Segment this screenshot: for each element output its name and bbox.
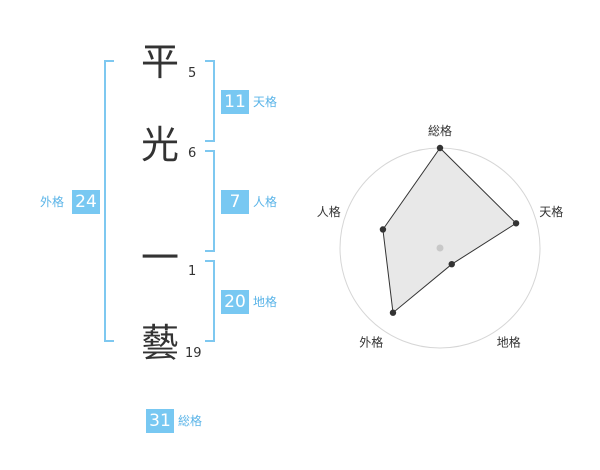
- soukaku-label: 総格: [178, 414, 203, 428]
- radar-polygon: [382, 147, 517, 314]
- jinkaku-label: 人格: [253, 195, 278, 209]
- chikaku-bracket: [205, 260, 215, 342]
- tenkaku-value: 11: [221, 90, 249, 114]
- radar-point-2: [512, 220, 520, 227]
- tenkaku-bracket: [205, 60, 215, 142]
- radar-point-1: [436, 144, 444, 152]
- radar-axis-label: 人格: [317, 204, 341, 219]
- name-char-4: 藝: [140, 321, 179, 365]
- radar-axis-label: 地格: [497, 335, 521, 350]
- chikaku-value: 20: [221, 290, 249, 314]
- jinkaku-bracket: [205, 150, 215, 252]
- radar-axis-label: 外格: [359, 335, 383, 350]
- gaikaku-bracket: [104, 60, 114, 342]
- radar-axis-label: 総格: [428, 123, 452, 138]
- radar-point-4: [389, 309, 397, 316]
- stroke-count-1: 5: [188, 66, 197, 81]
- name-char-1: 平: [140, 40, 179, 84]
- stroke-count-4: 19: [185, 346, 202, 361]
- jinkaku-value: 7: [221, 190, 249, 214]
- name-char-2: 光: [140, 123, 179, 167]
- gaikaku-label: 外格: [40, 195, 65, 209]
- radar-point-3: [448, 260, 455, 268]
- radar-point-5: [379, 226, 387, 233]
- tenkaku-label: 天格: [253, 95, 278, 109]
- chikaku-label: 地格: [253, 295, 278, 309]
- radar-center: [436, 244, 444, 252]
- radar-axis-label: 天格: [539, 204, 563, 219]
- soukaku-value: 31: [146, 409, 174, 433]
- gaikaku-value: 24: [72, 190, 100, 214]
- stroke-count-2: 6: [188, 146, 197, 161]
- stroke-count-3: 1: [188, 264, 197, 279]
- name-char-3: 一: [140, 236, 179, 280]
